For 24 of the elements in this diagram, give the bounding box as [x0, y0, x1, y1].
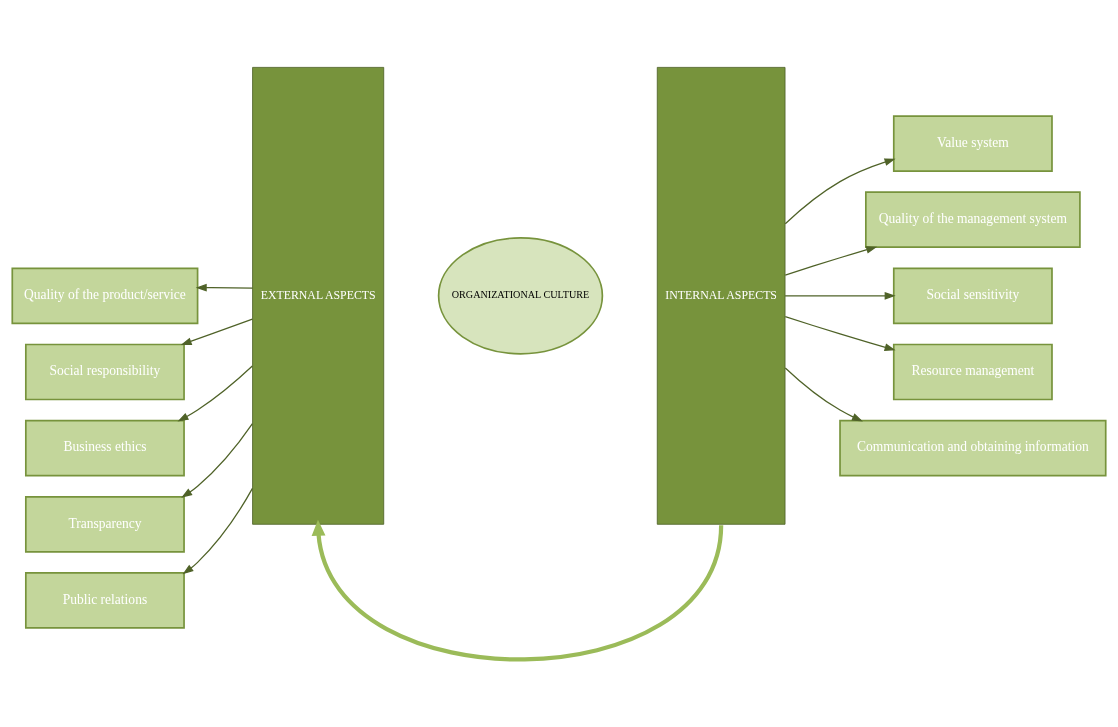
- node-box: Business ethics: [24, 419, 185, 477]
- node-box: Social sensitivity: [892, 267, 1053, 325]
- arrow: [180, 318, 254, 346]
- arrow: [195, 283, 254, 292]
- node-box: Quality of the management system: [865, 191, 1081, 249]
- node-box: EXTERNAL ASPECTS: [252, 66, 385, 525]
- node-box: Resource management: [892, 343, 1053, 401]
- arrow: [784, 158, 896, 225]
- node-box: INTERNAL ASPECTS: [656, 66, 786, 525]
- node-box: Communication and obtaining information: [839, 419, 1107, 477]
- node-box: Social responsibility: [24, 343, 185, 401]
- node-box: Quality of the product/service: [11, 267, 199, 325]
- node-box: Transparency: [24, 495, 185, 553]
- arrow: [784, 292, 896, 300]
- node-box: Value system: [892, 115, 1053, 172]
- arrow: [177, 365, 253, 422]
- arrow: [181, 423, 254, 498]
- node-ellipse: ORGANIZATIONAL CULTURE: [437, 237, 604, 355]
- node-box: Public relations: [24, 572, 185, 629]
- arrow: [784, 316, 896, 351]
- arrow: [311, 519, 724, 662]
- arrow: [784, 367, 863, 422]
- arrow: [784, 246, 878, 276]
- arrow: [182, 487, 254, 575]
